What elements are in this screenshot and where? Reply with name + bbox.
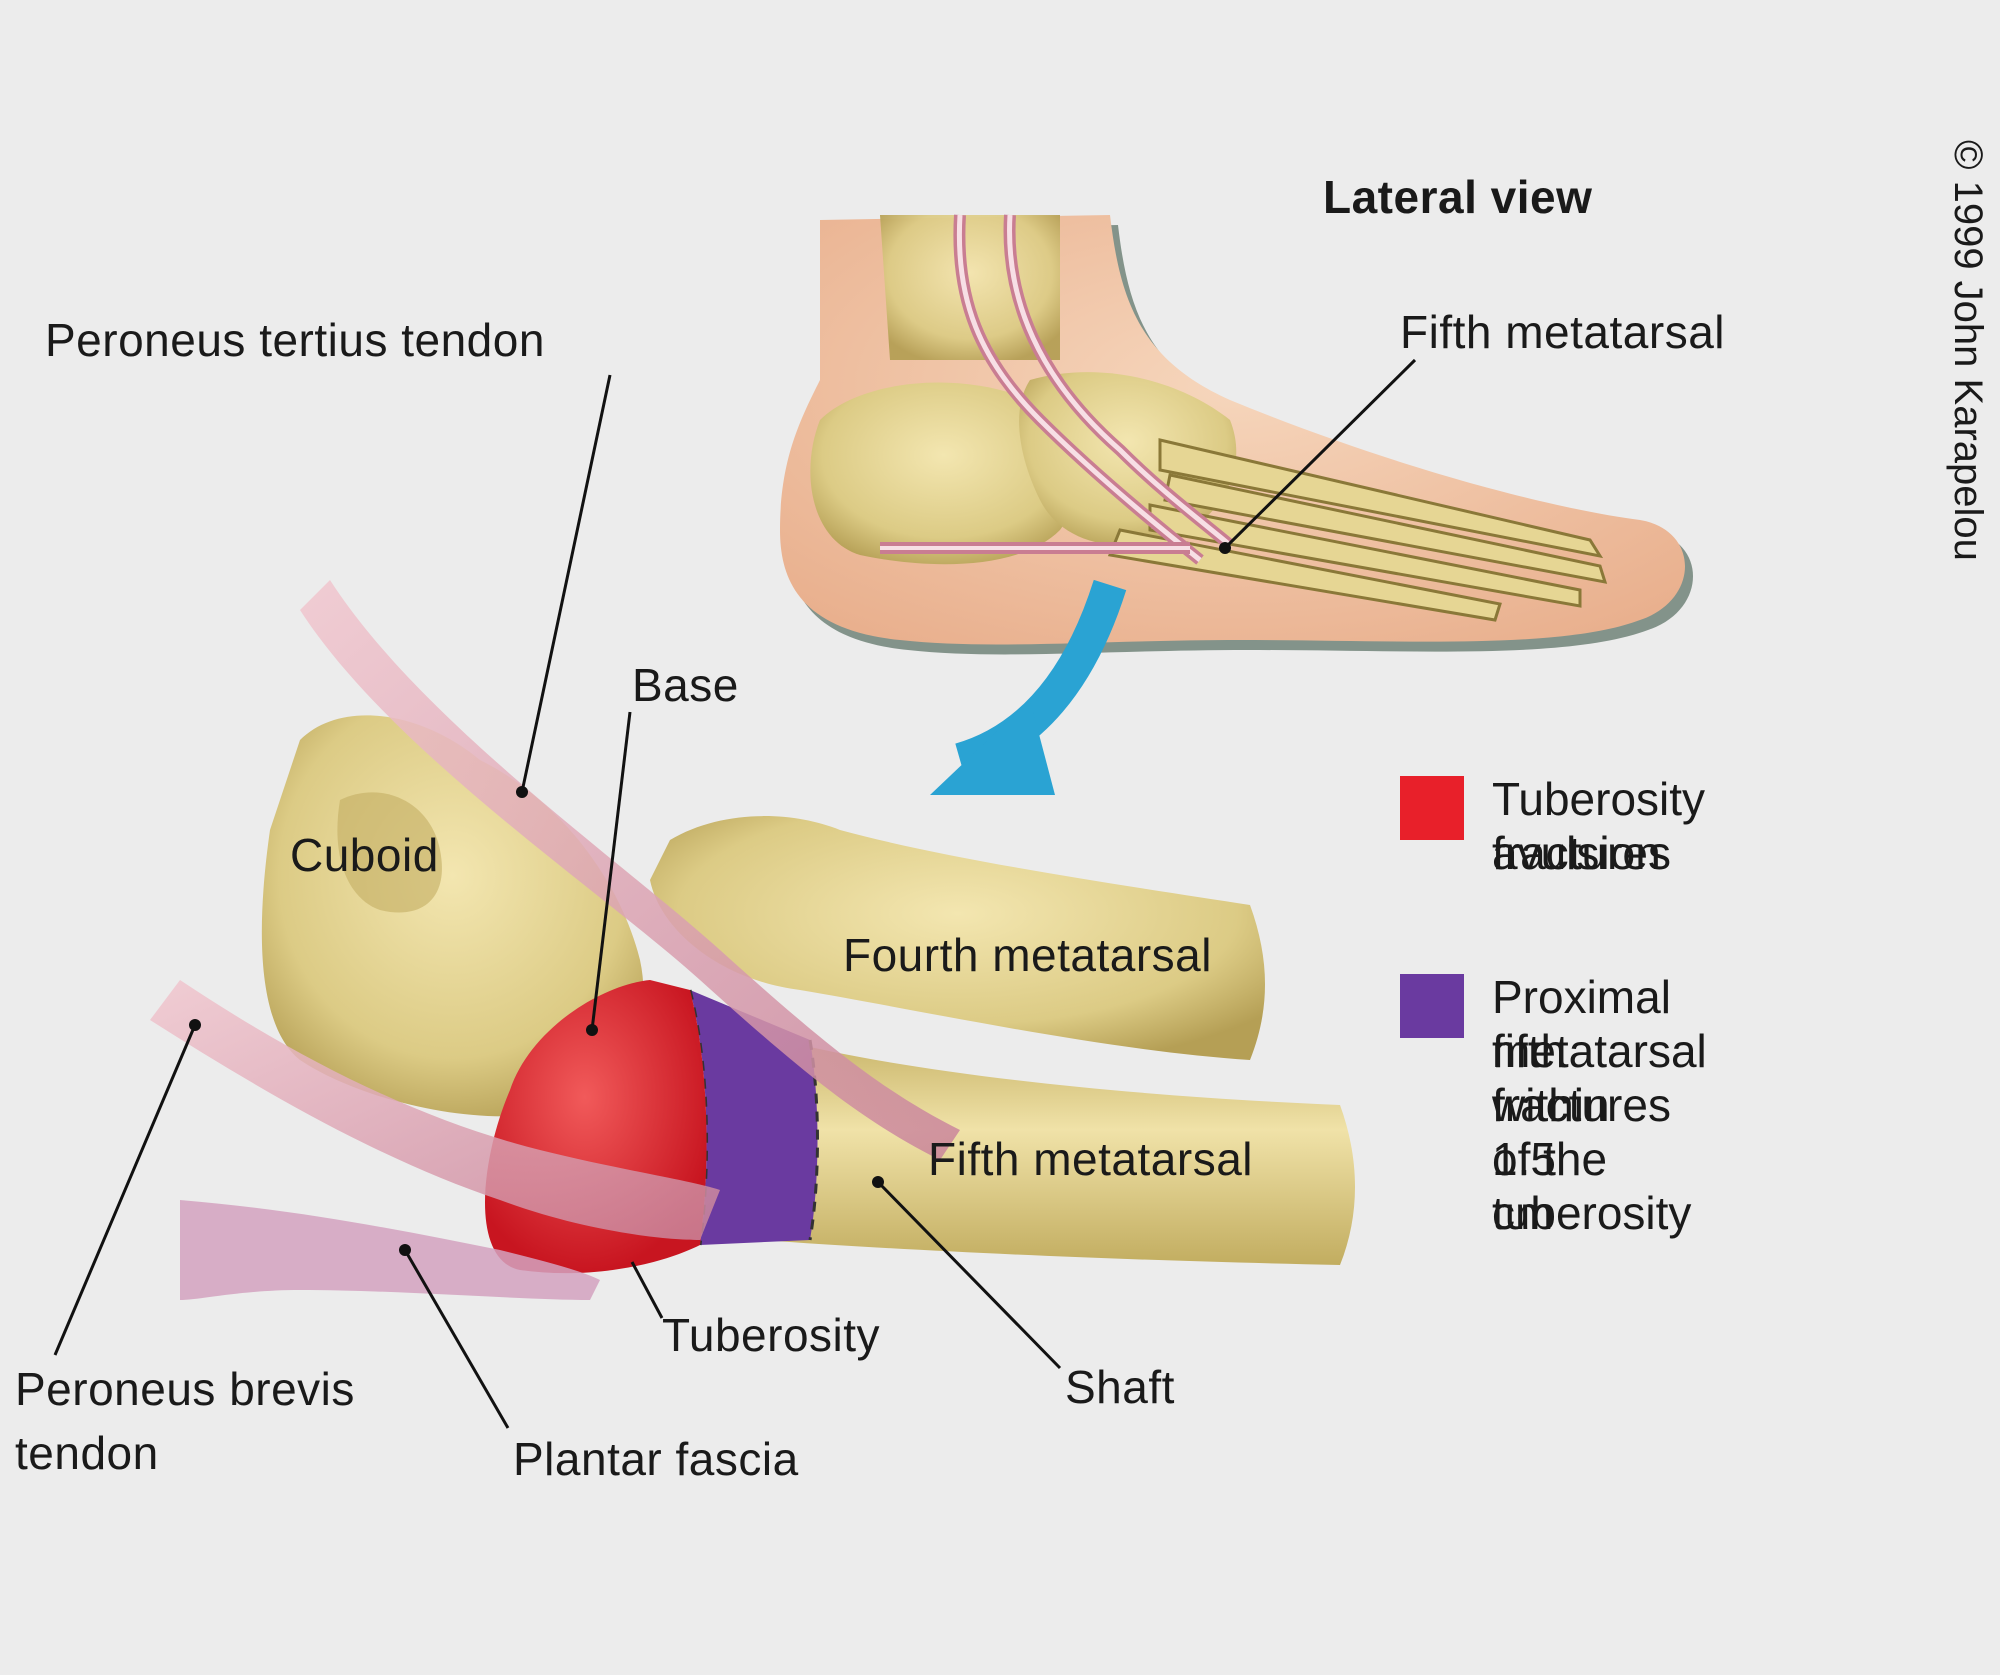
proximal-swatch: [1400, 974, 1464, 1038]
lateral-view-foot: [780, 214, 1693, 655]
leader-peroneus-brevis: [53, 1024, 197, 1356]
fourth-metatarsal-bone: [650, 816, 1265, 1060]
zoom-arrow: [930, 579, 1127, 795]
label-shaft: Shaft: [1065, 1361, 1175, 1413]
label-fourth-metatarsal: Fourth metatarsal: [843, 929, 1212, 981]
zoomed-view: [150, 580, 1355, 1300]
legend-text-proximal-1: Proximal fifth: [1492, 971, 1671, 1077]
tendon-lateral-2-hl: [1007, 214, 1232, 547]
legend-text-proximal-3: within 1.5 cm: [1492, 1079, 1610, 1239]
tendon-lateral-1-hl: [956, 214, 1202, 562]
leader-peroneus-tertius: [520, 374, 612, 793]
label-fifth-metatarsal: Fifth metatarsal: [928, 1133, 1253, 1185]
leader-fifth-metatarsal-top: [1223, 358, 1417, 550]
label-peroneus-brevis-line1: Peroneus brevis: [15, 1363, 355, 1415]
leader-plantar-fascia: [403, 1249, 510, 1429]
plantar-fascia: [180, 1200, 600, 1300]
cuboid-shading: [337, 792, 442, 913]
peroneus-brevis-tendon: [150, 980, 720, 1240]
label-plantar-fascia: Plantar fascia: [513, 1433, 799, 1485]
view-title: Lateral view: [1323, 171, 1593, 223]
label-cuboid: Cuboid: [290, 829, 439, 881]
leader-dots: [189, 542, 1231, 1256]
legend-text-avulsion-2: fractures: [1492, 827, 1671, 879]
label-fifth-metatarsal-top: Fifth metatarsal: [1400, 306, 1725, 358]
copyright-notice: © 1999 John Karapelou: [1946, 140, 1990, 561]
calcaneus: [810, 382, 1077, 565]
leader-tuberosity: [630, 1261, 664, 1319]
label-peroneus-tertius-tendon: Peroneus tertius tendon: [45, 314, 545, 366]
label-tuberosity: Tuberosity: [662, 1309, 881, 1361]
peroneus-tertius-tendon: [300, 580, 960, 1160]
legend-text-proximal-2: metatarsal fractures: [1492, 1025, 1707, 1131]
legend-text-proximal-4: of the tuberosity: [1492, 1133, 1692, 1239]
leader-shaft: [876, 1180, 1062, 1370]
leader-base: [590, 711, 632, 1031]
label-base: Base: [632, 659, 739, 711]
legend-text-avulsion-1: Tuberosity avulsion: [1492, 773, 1706, 879]
fifth-metatarsal-shaft: [760, 1040, 1355, 1265]
label-peroneus-brevis-line2: tendon: [15, 1427, 159, 1479]
avulsion-swatch: [1400, 776, 1464, 840]
leader-lines: [53, 358, 1417, 1429]
